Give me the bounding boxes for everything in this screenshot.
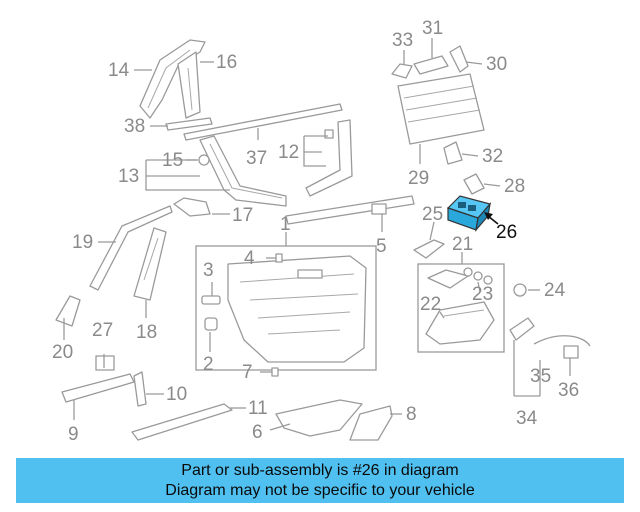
callout-14: 14 xyxy=(108,60,130,81)
part-15-clip xyxy=(198,154,210,166)
callout-23: 23 xyxy=(472,284,493,305)
part-34-trim xyxy=(509,317,535,341)
callout-32: 32 xyxy=(482,146,503,167)
part-29-sunshade xyxy=(397,73,485,145)
part-6-armrest xyxy=(275,399,363,437)
part-1-door-panel xyxy=(227,255,367,363)
callout-28: 28 xyxy=(504,176,525,197)
part-3-clip xyxy=(201,295,221,305)
callout-11: 11 xyxy=(248,398,268,419)
callout-34: 34 xyxy=(516,408,538,429)
callout-13: 13 xyxy=(118,166,139,187)
part-17-trim xyxy=(173,197,211,217)
callout-31: 31 xyxy=(422,18,443,39)
part-33-clip xyxy=(391,63,413,79)
part-37-rail xyxy=(183,103,343,141)
part-36-connector xyxy=(563,345,579,359)
callout-4: 4 xyxy=(244,248,255,269)
leader-lines xyxy=(63,38,571,431)
callout-1: 1 xyxy=(280,214,291,235)
part-25-switch-bezel xyxy=(413,239,445,259)
callout-19: 19 xyxy=(72,232,93,253)
callout-36: 36 xyxy=(558,380,579,401)
callout-8: 8 xyxy=(406,404,417,425)
part-11-sill-plate xyxy=(131,403,233,441)
part-8-panel xyxy=(349,405,393,441)
callout-12: 12 xyxy=(278,142,299,163)
callout-37: 37 xyxy=(246,148,267,169)
callout-9: 9 xyxy=(68,424,79,445)
part-4-clip xyxy=(275,253,283,263)
banner-line-2: Diagram may not be specific to your vehi… xyxy=(165,482,475,499)
part-12-c-pillar xyxy=(305,119,353,197)
callout-38: 38 xyxy=(124,116,145,137)
part-28-bracket xyxy=(463,173,485,195)
callout-10: 10 xyxy=(166,384,187,405)
part-21-bezel xyxy=(427,269,469,289)
callout-35: 35 xyxy=(530,366,551,387)
part-27-clip xyxy=(95,355,115,371)
part-22-handle xyxy=(425,301,495,345)
callout-5: 5 xyxy=(376,236,387,257)
info-banner: Part or sub-assembly is #26 in diagram D… xyxy=(16,458,624,503)
callout-17: 17 xyxy=(232,205,253,226)
callout-20: 20 xyxy=(52,342,73,363)
callout-22: 22 xyxy=(420,294,441,315)
part-7-clip xyxy=(271,367,279,377)
armrest-group-box xyxy=(417,263,505,353)
part-13-b-pillar xyxy=(199,135,287,207)
part-26-arrow xyxy=(484,212,499,225)
callout-labels: 14 16 38 37 15 13 12 17 19 18 20 27 9 10… xyxy=(52,18,579,445)
callout-7: 7 xyxy=(242,362,253,383)
part-38-strip xyxy=(165,117,213,131)
callout-2: 2 xyxy=(203,354,214,375)
part-31-bracket xyxy=(413,55,449,75)
part-32-clip xyxy=(443,141,463,165)
callout-6: 6 xyxy=(252,422,263,443)
part-18-pillar xyxy=(133,227,167,301)
callout-26: 26 xyxy=(496,222,517,243)
part-19-strip xyxy=(89,205,173,291)
callout-18: 18 xyxy=(136,322,157,343)
part-16-pillar-trim xyxy=(177,51,201,119)
part-30-bracket xyxy=(449,45,469,73)
part-35-cable xyxy=(533,335,591,347)
part-2-clip xyxy=(204,317,218,331)
parts-diagram: 14 16 38 37 15 13 12 17 19 18 20 27 9 10… xyxy=(52,18,591,445)
callout-3: 3 xyxy=(203,260,214,281)
callout-21: 21 xyxy=(452,234,473,255)
part-10-trim xyxy=(133,371,147,407)
callout-15: 15 xyxy=(162,150,183,171)
callout-33: 33 xyxy=(392,30,413,51)
callout-24: 24 xyxy=(544,280,566,301)
part-26-window-switch xyxy=(446,195,492,233)
callout-25: 25 xyxy=(422,204,443,225)
callout-16: 16 xyxy=(216,52,237,73)
part-9-sill xyxy=(61,373,135,403)
part-23-buttons xyxy=(463,267,493,285)
part-20-cover xyxy=(55,295,81,327)
part-5-handle-strip xyxy=(285,195,415,225)
part-24-cap xyxy=(513,283,527,297)
banner-line-1: Part or sub-assembly is #26 in diagram xyxy=(181,462,459,479)
callout-27: 27 xyxy=(92,320,113,341)
callout-30: 30 xyxy=(486,54,507,75)
callout-29: 29 xyxy=(408,168,429,189)
part-14-pillar-trim xyxy=(139,39,206,119)
